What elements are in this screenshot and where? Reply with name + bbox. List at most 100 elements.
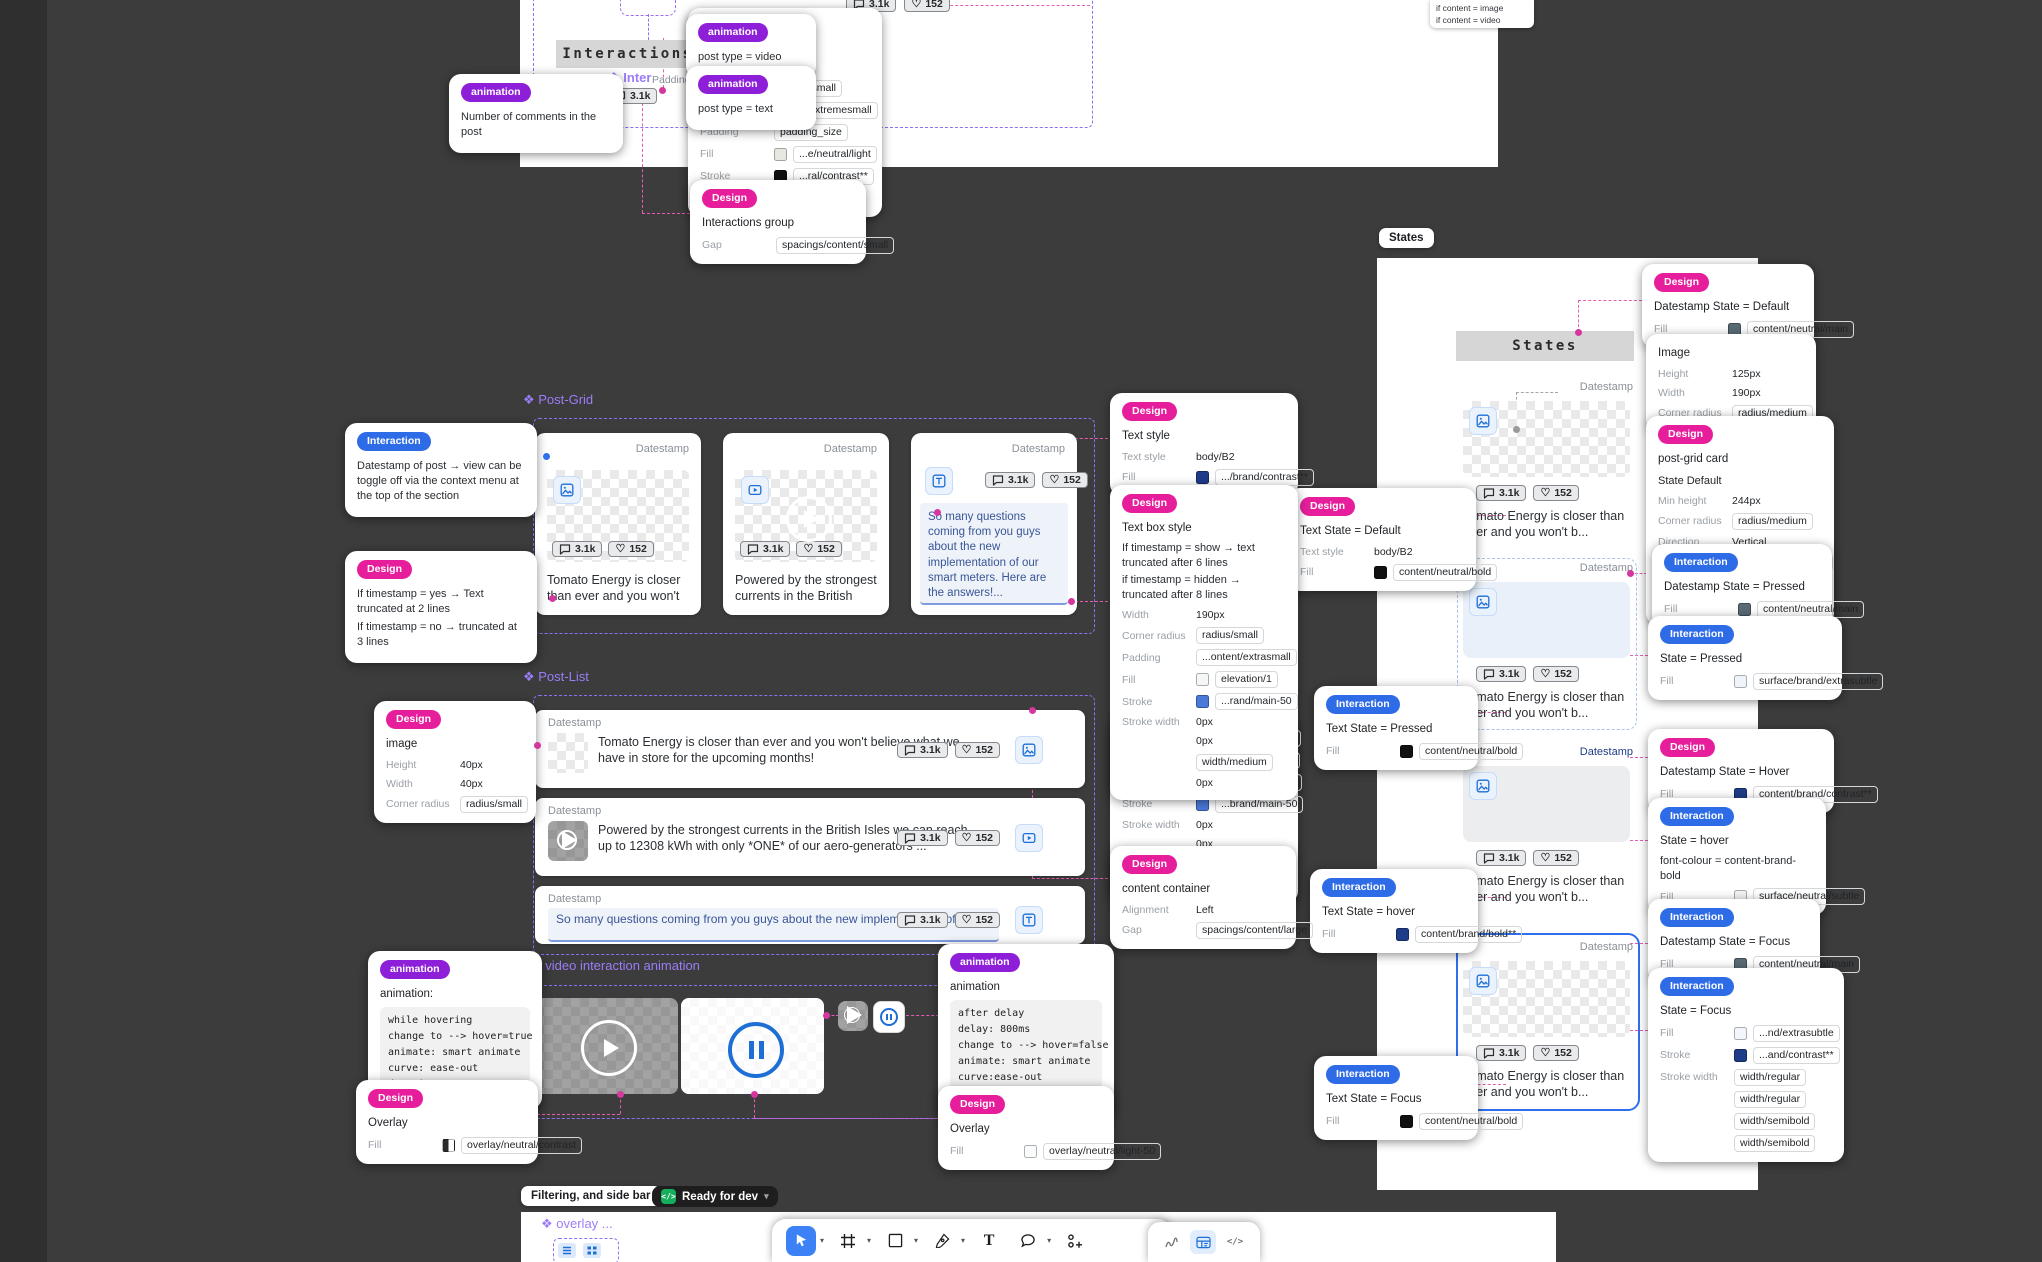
grid-view-icon[interactable] [583,1243,601,1258]
section-post-list-label[interactable]: ❖ Post-List [523,669,589,684]
text-tool[interactable]: T [983,1231,995,1249]
video-frame-hover[interactable] [535,998,678,1094]
comments-chip[interactable]: 3.1k [1476,666,1527,682]
comments-chip[interactable]: 3.1k [897,830,948,846]
section-video-anim-label[interactable]: ❖ video interaction animation [530,958,700,973]
post-thumbnail[interactable] [548,733,588,773]
ready-for-dev-pill[interactable]: </> Ready for dev ▾ [652,1186,778,1207]
comments-chip[interactable]: 3.1k [1476,1045,1527,1061]
likes-chip[interactable]: ♡152 [1533,850,1579,866]
likes-chip[interactable]: ♡152 [1533,485,1579,501]
rectangle-tool[interactable] [880,1226,910,1256]
pen-tool[interactable] [927,1226,957,1256]
play-icon[interactable] [581,1020,637,1076]
code-view-toggle[interactable]: </> [1226,1237,1244,1247]
chevron-down-icon[interactable]: ▾ [764,1191,769,1201]
comments-chip[interactable]: 3.1k [552,541,603,557]
post-thumbnail[interactable] [548,821,588,861]
likes-chip[interactable]: ♡152 [608,541,654,557]
comment-tool[interactable] [1013,1226,1043,1256]
video-frame-playing[interactable] [681,998,824,1094]
text-type-badge [925,467,953,495]
comments-chip[interactable]: 3.1k [1476,850,1527,866]
color-swatch [1196,695,1209,709]
property-value: spacings/content/small [776,236,895,254]
pause-icon[interactable] [728,1022,784,1078]
likes-chip[interactable]: ♡152 [954,830,1000,846]
likes-chip[interactable]: ♡152 [1533,666,1579,682]
post-media[interactable] [1463,961,1630,1037]
comments-chip[interactable]: 3.1k [897,742,948,758]
post-media[interactable] [1463,766,1630,842]
likes-chip[interactable]: ♡152 [1042,472,1088,488]
list-view-icon[interactable] [558,1243,576,1258]
video-chip-play[interactable] [838,1001,868,1031]
connector-line [754,1094,755,1118]
condition-box[interactable]: if content = image if content = video [1430,0,1534,28]
comments-chip[interactable]: 3.1k [740,541,791,557]
likes-chip[interactable]: ♡152 [954,742,1000,758]
heart-icon: ♡ [803,542,814,555]
post-media[interactable]: 3.1k ♡152 [735,470,877,562]
comments-chip[interactable]: 3.1k [897,912,948,928]
move-tool-chevron-icon[interactable]: ▾ [820,1236,825,1245]
pen-tool-chevron-icon[interactable]: ▾ [961,1236,966,1245]
frame-tool-chevron-icon[interactable]: ▾ [867,1236,872,1245]
video-chip-pause[interactable] [873,1001,905,1033]
likes-chip[interactable]: ♡152 [904,0,950,12]
frame-tool[interactable] [833,1226,863,1256]
actions-tool[interactable] [1060,1226,1090,1256]
likes-chip[interactable]: ♡152 [954,912,1000,928]
heart-icon: ♡ [615,542,626,555]
section-post-grid-label[interactable]: ❖ Post-Grid [523,392,594,407]
comments-chip[interactable]: 3.1k [1476,485,1527,501]
connector-line [940,5,1090,6]
comments-chip[interactable]: 3.1k [985,472,1036,488]
states-frame-tab[interactable]: States [1379,228,1434,248]
post-media[interactable] [1463,582,1630,658]
annotate-tool[interactable] [1158,1230,1184,1254]
likes-chip[interactable]: ♡152 [1533,1045,1579,1061]
shape-tool-chevron-icon[interactable]: ▾ [914,1236,919,1245]
page-section-tab[interactable]: Filtering, and side bar [521,1186,661,1206]
comment-tool-chevron-icon[interactable]: ▾ [1047,1236,1052,1245]
dev-mode-toggle[interactable] [1190,1230,1216,1254]
move-tool[interactable] [786,1225,816,1256]
post-media[interactable] [1463,401,1630,477]
likes-chip[interactable]: ♡152 [796,541,842,557]
section-overlay-label[interactable]: ❖ overlay ... [541,1216,613,1231]
post-media[interactable]: 3.1k ♡152 [547,470,689,562]
